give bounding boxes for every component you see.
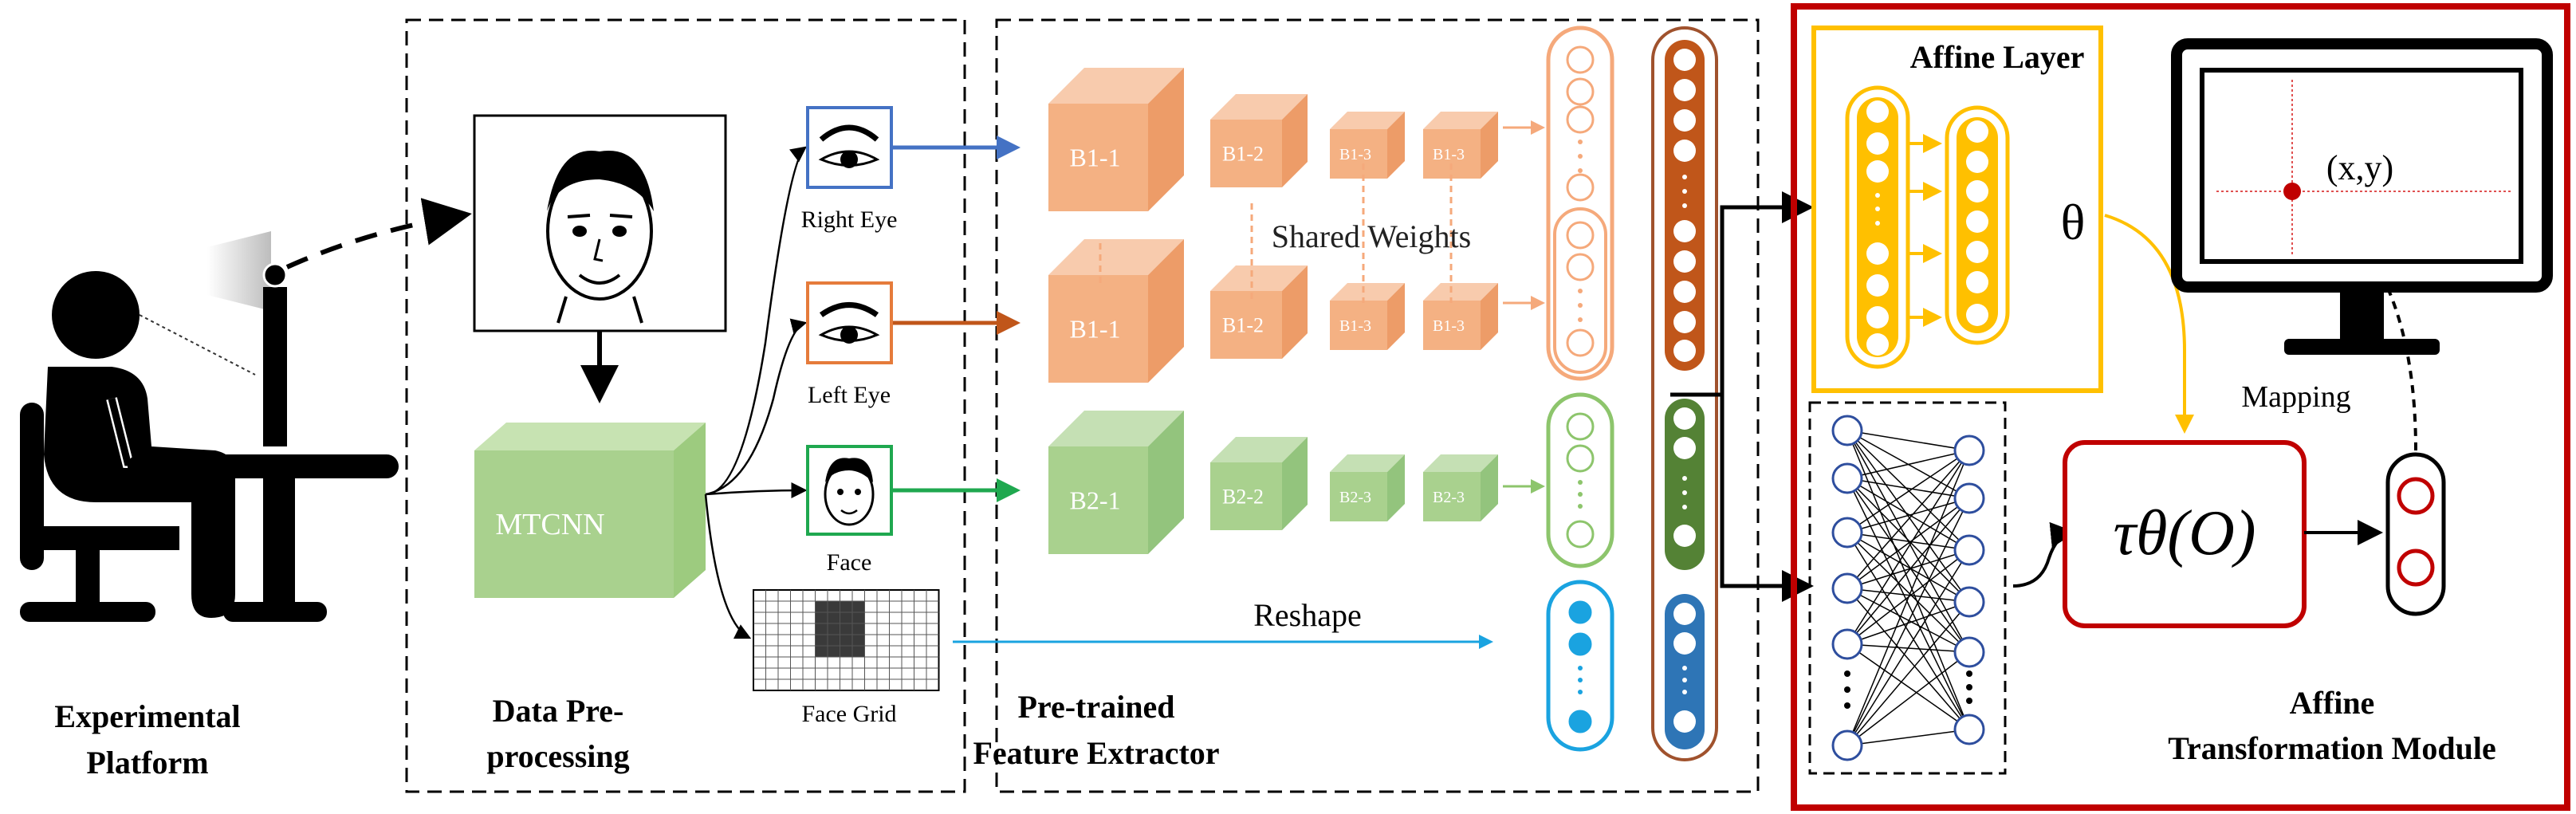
branch-face (705, 482, 808, 499)
affine-module-title-line2: Transformation Module (2168, 730, 2495, 766)
person-body-icon (44, 367, 235, 618)
left-eye-block-2: B1-2 (1210, 265, 1308, 359)
face-block-3b: B2-3 (1423, 454, 1498, 521)
right-eye-crop (806, 106, 893, 189)
affine-layer-box (1811, 26, 2103, 393)
right-eye-block-2-label: B1-2 (1222, 143, 1264, 166)
affine-layer-column-1 (1845, 85, 1910, 369)
mtcnn-label: MTCNN (495, 508, 604, 541)
face-block-2: B2-2 (1210, 437, 1308, 530)
affine-layer-column-2 (1945, 105, 2010, 345)
desk-icon (128, 454, 399, 478)
green-feature-column (1546, 392, 1614, 568)
fc-network (1831, 415, 1985, 761)
right-eye-block-2: B1-2 (1210, 94, 1308, 187)
extractor-panel (995, 18, 1760, 793)
right-eye-icon (818, 124, 880, 168)
fc-network-box (1808, 401, 2007, 775)
gaze-point-marker (2283, 183, 2301, 200)
face-block-1-label: B2-1 (1070, 486, 1121, 515)
face-label: Face (827, 549, 872, 576)
right-eye-block-3b: B1-3 (1423, 112, 1498, 179)
platform-title-line1: Experimental (54, 698, 240, 734)
left-eye-block-1-label: B1-1 (1070, 315, 1121, 344)
monitor-icon (2171, 38, 2553, 355)
right-eye-block-1: B1-1 (1048, 68, 1184, 211)
camera-icon (262, 262, 288, 288)
extractor-to-affine-connectors (1670, 191, 1814, 602)
left-eye-block-3b-label: B1-3 (1433, 317, 1465, 335)
gaze-beam (207, 231, 271, 311)
transform-formula: τθ(O) (2114, 498, 2256, 568)
left-eye-label: Left Eye (808, 382, 891, 408)
face-block-2-label: B2-2 (1222, 486, 1264, 509)
right-eye-block-3b-label: B1-3 (1433, 146, 1465, 163)
affine-module-panel (1791, 3, 2570, 811)
experimental-platform-illustration (20, 231, 399, 622)
sight-line (139, 314, 256, 376)
preprocessing-title-line2: processing (486, 738, 629, 774)
left-eye-block-1: B1-1 (1048, 239, 1184, 383)
right-eye-label: Right Eye (801, 206, 898, 233)
face-grid-label: Face Grid (801, 701, 896, 727)
right-eye-block-1-label: B1-1 (1070, 144, 1121, 172)
left-eye-block-3a-label: B1-3 (1339, 317, 1371, 335)
face-grid-image (753, 589, 940, 691)
affine-module-title-line1: Affine (2290, 685, 2375, 721)
right-eye-block-3a-label: B1-3 (1339, 146, 1371, 163)
left-eye-icon (818, 302, 880, 344)
theta-label: θ (2061, 194, 2086, 250)
extractor-title-line2: Feature Extractor (973, 735, 1219, 771)
left-eye-block-3b: B1-3 (1423, 283, 1498, 350)
right-eye-block-3a: B1-3 (1330, 112, 1405, 179)
face-crop-icon (824, 458, 875, 526)
gaze-coordinate-label: (x,y) (2326, 148, 2393, 187)
monitor-stand-icon (263, 287, 287, 446)
reshape-label: Reshape (1253, 597, 1362, 633)
face-block-3a: B2-3 (1330, 454, 1405, 521)
face-block-3b-label: B2-3 (1433, 489, 1465, 506)
left-eye-block-3a: B1-3 (1330, 283, 1405, 350)
mtcnn-block (474, 423, 706, 598)
branch-face-grid (704, 494, 752, 639)
captured-face-icon (546, 150, 654, 324)
branch-left-eye (705, 318, 808, 496)
preprocessing-panel (405, 18, 966, 793)
person-head-icon (52, 271, 140, 359)
theta-to-transform-arrow (2104, 214, 2194, 434)
face-block-3a-label: B2-3 (1339, 489, 1371, 506)
shared-weights-label: Shared Weights (1272, 218, 1471, 254)
orange-feature-column (1546, 26, 1614, 381)
face-block-1: B2-1 (1048, 411, 1184, 554)
platform-title-line2: Platform (86, 745, 208, 781)
blue-feature-column (1546, 580, 1614, 752)
extractor-title-line1: Pre-trained (1018, 689, 1175, 725)
affine-layer-title: Affine Layer (1910, 39, 2085, 75)
capture-arrow (285, 198, 472, 269)
left-eye-block-2-label: B1-2 (1222, 314, 1264, 337)
output-neuron-y (2397, 549, 2435, 587)
preprocessing-title-line1: Data Pre- (493, 693, 624, 729)
shared-weights-links (1099, 163, 1453, 303)
branch-right-eye (705, 146, 807, 496)
mapping-label: Mapping (2241, 380, 2350, 414)
output-neuron-x (2397, 477, 2435, 515)
mapping-arrow (2309, 193, 2417, 451)
left-eye-crop (806, 281, 893, 364)
